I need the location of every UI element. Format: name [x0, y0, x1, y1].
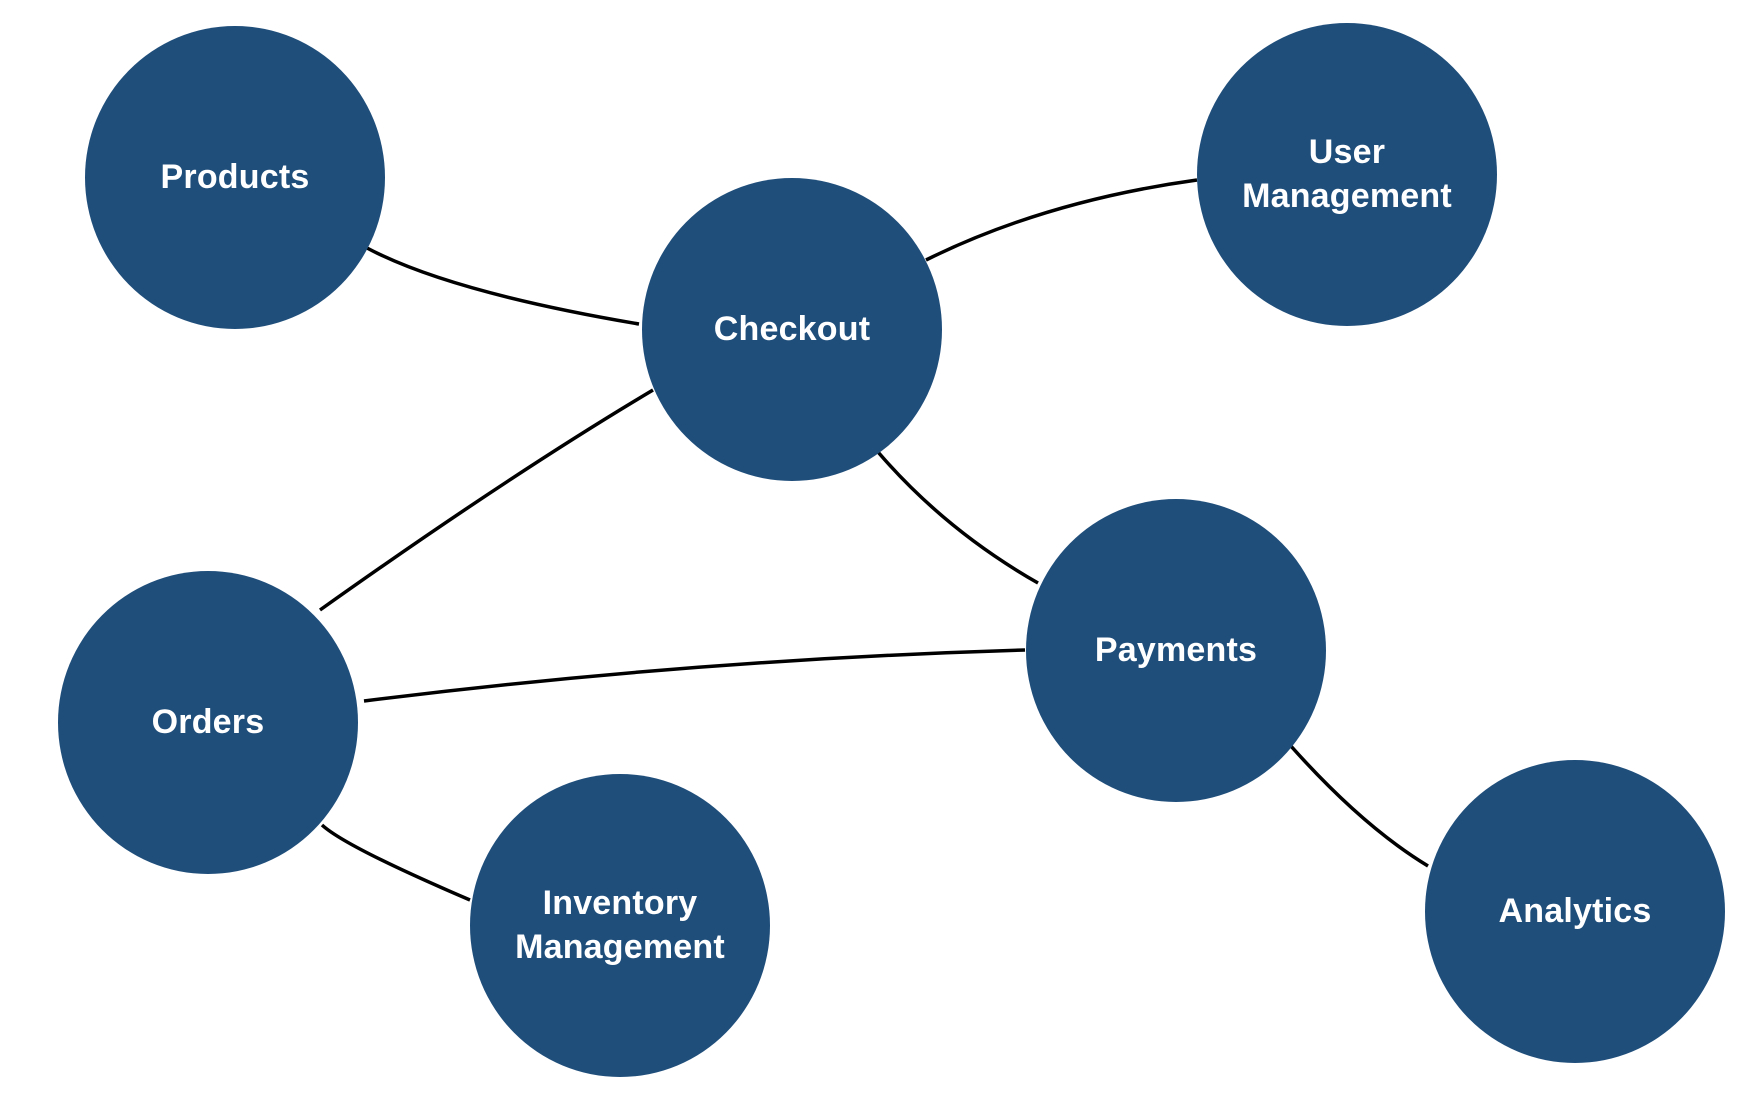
node-label-inventory-management: Inventory Management — [515, 884, 725, 966]
edge-payments-to-analytics — [1288, 743, 1429, 868]
node-analytics[interactable]: Analytics — [1425, 760, 1725, 1063]
node-inventory-management[interactable]: Inventory Management — [470, 774, 770, 1077]
node-label-analytics: Analytics — [1498, 891, 1652, 930]
node-label-user-management: User Management — [1242, 133, 1452, 215]
node-label-products: Products — [160, 157, 310, 196]
node-user-management[interactable]: User Management — [1197, 23, 1497, 326]
edge-checkout-to-payments — [876, 450, 1039, 585]
node-orders[interactable]: Orders — [58, 571, 358, 874]
edge-orders-to-inventory-management — [320, 823, 471, 902]
node-label-checkout: Checkout — [713, 309, 871, 348]
node-label-payments: Payments — [1094, 630, 1258, 669]
edge-user-management-to-checkout — [925, 178, 1198, 262]
node-payments[interactable]: Payments — [1026, 499, 1326, 802]
node-checkout[interactable]: Checkout — [642, 178, 942, 481]
node-label-orders: Orders — [151, 702, 265, 741]
edge-checkout-to-orders — [318, 388, 654, 612]
edge-payments-to-orders — [363, 648, 1026, 703]
edge-products-to-checkout — [366, 246, 640, 326]
node-products[interactable]: Products — [85, 26, 385, 329]
